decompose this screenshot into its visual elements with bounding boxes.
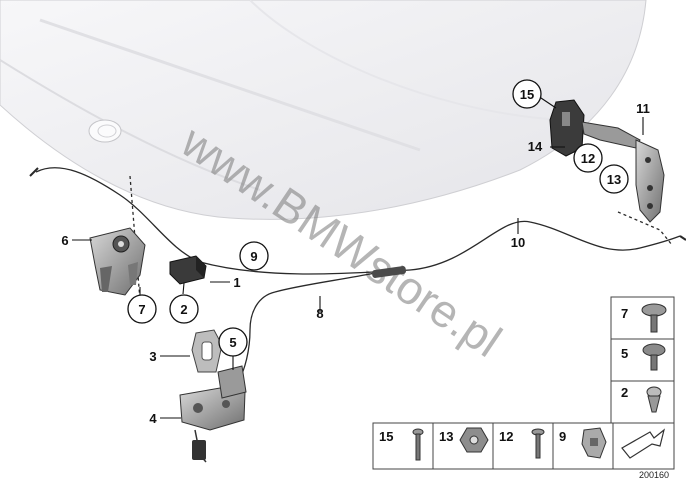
callout-2: 2 [169, 294, 199, 324]
hood [0, 0, 647, 220]
diagram-code: 200160 [639, 470, 669, 480]
svg-text:5: 5 [229, 335, 236, 350]
svg-text:15: 15 [379, 429, 393, 444]
hood-lock-part-6 [89, 227, 146, 296]
svg-text:2: 2 [180, 302, 187, 317]
legend-cell-5: 5 [621, 343, 666, 371]
callout-8: 8 [316, 306, 323, 321]
callout-15: 15 [512, 79, 542, 109]
svg-text:6: 6 [61, 233, 68, 248]
svg-text:3: 3 [149, 349, 156, 364]
callout-5: 5 [218, 327, 248, 357]
lower-lock-part-4 [179, 365, 247, 463]
switch-part-1 [169, 255, 207, 285]
bowden-cable-8 [237, 272, 376, 383]
legend-cell-12: 12 [499, 428, 545, 459]
callout-12: 12 [573, 143, 603, 173]
buffer-part-14 [549, 99, 585, 157]
legend-cell-7: 7 [621, 303, 667, 333]
svg-text:7: 7 [138, 302, 145, 317]
screw-icon [412, 428, 424, 461]
legend-cell-13: 13 [439, 427, 489, 453]
callout-3: 3 [149, 349, 156, 364]
svg-text:9: 9 [559, 429, 566, 444]
svg-text:1: 1 [233, 275, 240, 290]
cable-holder-icon [581, 427, 607, 459]
svg-text:7: 7 [621, 306, 628, 321]
svg-text:11: 11 [636, 101, 650, 116]
bracket-part-3 [191, 329, 223, 373]
callout-4: 4 [149, 411, 157, 426]
callout-1: 1 [233, 275, 240, 290]
svg-text:4: 4 [149, 411, 157, 426]
callout-10: 10 [511, 235, 525, 250]
nut-icon [459, 427, 489, 453]
clip-icon [646, 386, 662, 413]
screw-icon [641, 303, 667, 333]
svg-text:5: 5 [621, 346, 628, 361]
svg-text:8: 8 [316, 306, 323, 321]
svg-text:13: 13 [607, 172, 621, 187]
svg-text:15: 15 [520, 87, 534, 102]
screw-icon [531, 428, 545, 459]
legend-cell-9: 9 [559, 427, 607, 459]
legend-cell-15: 15 [379, 428, 424, 461]
svg-text:12: 12 [581, 151, 595, 166]
svg-text:14: 14 [528, 139, 543, 154]
legend-bottom: 15 13 12 9 [372, 422, 675, 470]
callout-9: 9 [239, 241, 269, 271]
screw-icon [642, 343, 666, 371]
svg-text:10: 10 [511, 235, 525, 250]
callout-13: 13 [599, 164, 629, 194]
callout-7: 7 [127, 294, 157, 324]
hinge-part-11 [581, 121, 665, 223]
svg-text:12: 12 [499, 429, 513, 444]
callout-14: 14 [528, 139, 543, 154]
legend-right: 7 5 2 [610, 296, 675, 424]
arrow-icon [621, 428, 666, 459]
callout-6: 6 [61, 233, 68, 248]
svg-text:2: 2 [621, 385, 628, 400]
svg-text:13: 13 [439, 429, 453, 444]
legend-cell-2: 2 [621, 385, 662, 413]
callout-11: 11 [636, 101, 650, 116]
svg-text:9: 9 [250, 249, 257, 264]
